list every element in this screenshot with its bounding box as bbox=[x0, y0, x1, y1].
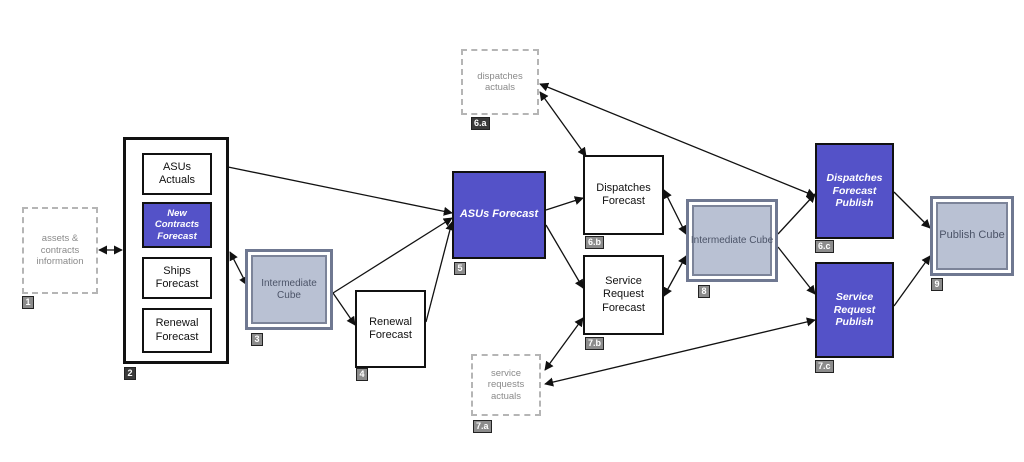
step-badge-2: 2 bbox=[124, 367, 136, 380]
assets-contracts-information-label: assets & contracts information bbox=[36, 233, 84, 268]
dispatches-forecast-publish-node: Dispatches Forecast Publish bbox=[815, 143, 894, 239]
arrow-service-cube2 bbox=[663, 255, 687, 297]
renewal-forecast-label: Renewal Forecast bbox=[369, 315, 412, 341]
ships-forecast-node: Ships Forecast bbox=[142, 257, 212, 299]
step-badge-9: 9 bbox=[931, 278, 943, 291]
service-request-publish-label: Service Request Publish bbox=[833, 291, 876, 329]
arrow-group-cube1 bbox=[229, 251, 248, 286]
arrow-dispatches-cube2 bbox=[663, 189, 687, 235]
service-request-publish-node: Service Request Publish bbox=[815, 262, 894, 358]
arrow-cube2-sr-publish bbox=[777, 246, 816, 295]
service-requests-actuals-label: service requests actuals bbox=[487, 367, 525, 402]
step-badge-6b: 6.b bbox=[585, 236, 605, 249]
dispatches-actuals-label: dispatches actuals bbox=[477, 70, 523, 93]
asus-forecast-node: ASUs Forecast bbox=[452, 171, 546, 259]
dispatches-forecast-publish-label: Dispatches Forecast Publish bbox=[826, 172, 883, 210]
arrow-sr-actuals-publish bbox=[544, 317, 816, 387]
arrow-cube1-asus-forecast bbox=[332, 217, 453, 294]
dispatches-forecast-label: Dispatches Forecast bbox=[596, 181, 651, 207]
arrow-asus-service-request bbox=[545, 224, 584, 289]
asus-actuals-label: ASUs Actuals bbox=[158, 160, 196, 186]
service-request-forecast-node: Service Request Forecast bbox=[583, 255, 664, 335]
intermediate-cube-2-label: Intermediate Cube bbox=[690, 234, 774, 246]
new-contracts-forecast-label: New Contracts Forecast bbox=[154, 207, 200, 242]
step-badge-5: 5 bbox=[454, 262, 466, 275]
dispatches-actuals-node: dispatches actuals bbox=[461, 49, 539, 115]
step-badge-7b: 7.b bbox=[585, 337, 605, 350]
new-contracts-forecast-node: New Contracts Forecast bbox=[142, 202, 212, 248]
service-request-forecast-label: Service Request Forecast bbox=[602, 275, 645, 314]
step-badge-6a: 6.a bbox=[471, 117, 490, 130]
intermediate-cube-2-node: Intermediate Cube bbox=[686, 199, 778, 282]
arrow-dispatches-publish-cube bbox=[893, 191, 931, 229]
intermediate-cube-1-label: Intermediate Cube bbox=[261, 277, 317, 301]
dispatches-forecast-node: Dispatches Forecast bbox=[583, 155, 664, 235]
renewal-forecast-node: Renewal Forecast bbox=[355, 290, 426, 368]
arrow-dispatches-actuals-publish bbox=[539, 82, 816, 198]
arrow-cube2-dispatches-publish bbox=[777, 193, 816, 235]
arrow-cube1-renewal bbox=[332, 292, 356, 326]
arrow-sr-actuals-forecast bbox=[544, 317, 584, 371]
step-badge-8: 8 bbox=[698, 285, 710, 298]
step-badge-6c: 6.c bbox=[815, 240, 834, 253]
service-requests-actuals-node: service requests actuals bbox=[471, 354, 541, 416]
ships-forecast-label: Ships Forecast bbox=[155, 264, 199, 290]
step-badge-7a: 7.a bbox=[473, 420, 492, 433]
arrow-renewal-asus-forecast bbox=[425, 221, 455, 323]
intermediate-cube-1-node: Intermediate Cube bbox=[245, 249, 333, 330]
assets-contracts-information-node: assets & contracts information bbox=[22, 207, 98, 294]
step-badge-4: 4 bbox=[356, 368, 368, 381]
publish-cube-node: Publish Cube bbox=[930, 196, 1014, 276]
arrow-dispatches-actuals-forecast bbox=[539, 91, 587, 157]
step-badge-1: 1 bbox=[22, 296, 34, 309]
step-badge-7c: 7.c bbox=[815, 360, 834, 373]
group-renewal-forecast-node: Renewal Forecast bbox=[142, 308, 212, 353]
arrow-asus-dispatches bbox=[545, 196, 584, 211]
asus-forecast-label: ASUs Forecast bbox=[459, 208, 539, 221]
publish-cube-label: Publish Cube bbox=[939, 229, 1005, 242]
group-renewal-forecast-label: Renewal Forecast bbox=[155, 317, 199, 343]
arrow-actuals-asus-forecast bbox=[227, 166, 453, 216]
arrow-sr-publish-cube bbox=[893, 255, 931, 307]
step-badge-3: 3 bbox=[251, 333, 263, 346]
asus-actuals-node: ASUs Actuals bbox=[142, 153, 212, 195]
